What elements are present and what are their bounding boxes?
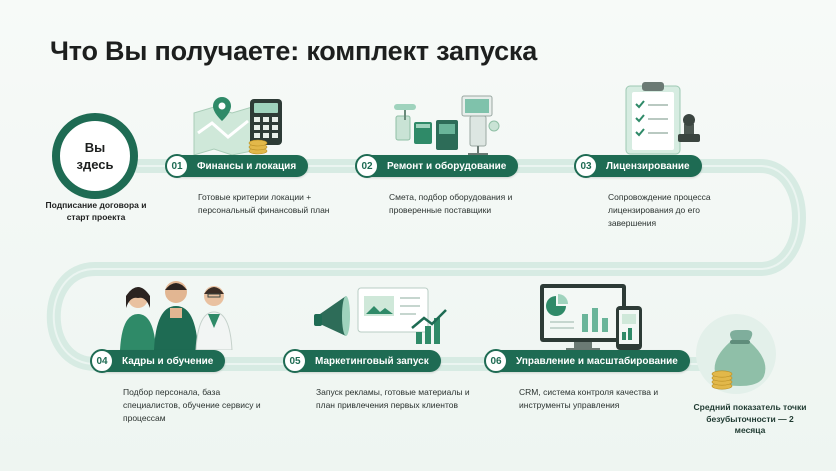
step-label: Финансы и локация	[197, 160, 297, 172]
step-01-pill: 01 Финансы и локация	[165, 154, 309, 178]
step-number: 06	[484, 349, 508, 373]
step-03-description: Сопровождение процесса лицензирования до…	[608, 192, 711, 228]
step-04-description: Подбор персонала, база специалистов, обу…	[123, 387, 261, 423]
step-number: 03	[574, 154, 598, 178]
step-label: Кадры и обучение	[122, 355, 214, 367]
step-05-pill: 05 Маркетинговый запуск	[283, 349, 441, 373]
dashboard-icon	[540, 284, 642, 351]
step-02-pill: 02 Ремонт и оборудование	[355, 154, 519, 178]
page-title: Что Вы получаете: комплект запуска	[50, 36, 538, 66]
step-06-description: CRM, система контроля качества и инструм…	[519, 387, 659, 410]
step-04-pill: 04 Кадры и обучение	[90, 349, 226, 373]
step-03-pill: 03 Лицензирование	[574, 154, 702, 178]
step-number: 02	[355, 154, 379, 178]
step-label: Управление и масштабирование	[516, 355, 678, 367]
step-number: 05	[283, 349, 307, 373]
step-label: Лицензирование	[606, 160, 690, 172]
start-caption: Подписание договора и старт проекта	[45, 200, 147, 222]
megaphone-board-icon	[314, 287, 447, 344]
money-bag-icon	[711, 330, 766, 390]
step-label: Ремонт и оборудование	[387, 160, 507, 172]
step-number: 01	[165, 154, 189, 178]
breakeven-caption: Средний показатель точки безубыточности …	[693, 402, 807, 435]
equipment-icon	[394, 95, 500, 155]
step-number: 04	[90, 349, 114, 373]
map-calculator-icon	[193, 97, 282, 155]
step-02-description: Смета, подбор оборудования и проверенные…	[389, 192, 513, 215]
staff-team-icon	[120, 281, 233, 350]
you-are-here-label: Вы здесь	[76, 140, 114, 172]
step-05-description: Запуск рекламы, готовые материалы и план…	[316, 387, 470, 410]
step-06-pill: 06 Управление и масштабирование	[484, 349, 690, 373]
step-label: Маркетинговый запуск	[315, 355, 429, 367]
clipboard-stamp-icon	[625, 82, 700, 155]
you-are-here-circle: Вы здесь	[52, 113, 138, 199]
step-01-description: Готовые критерии локации + персональный …	[198, 192, 330, 215]
